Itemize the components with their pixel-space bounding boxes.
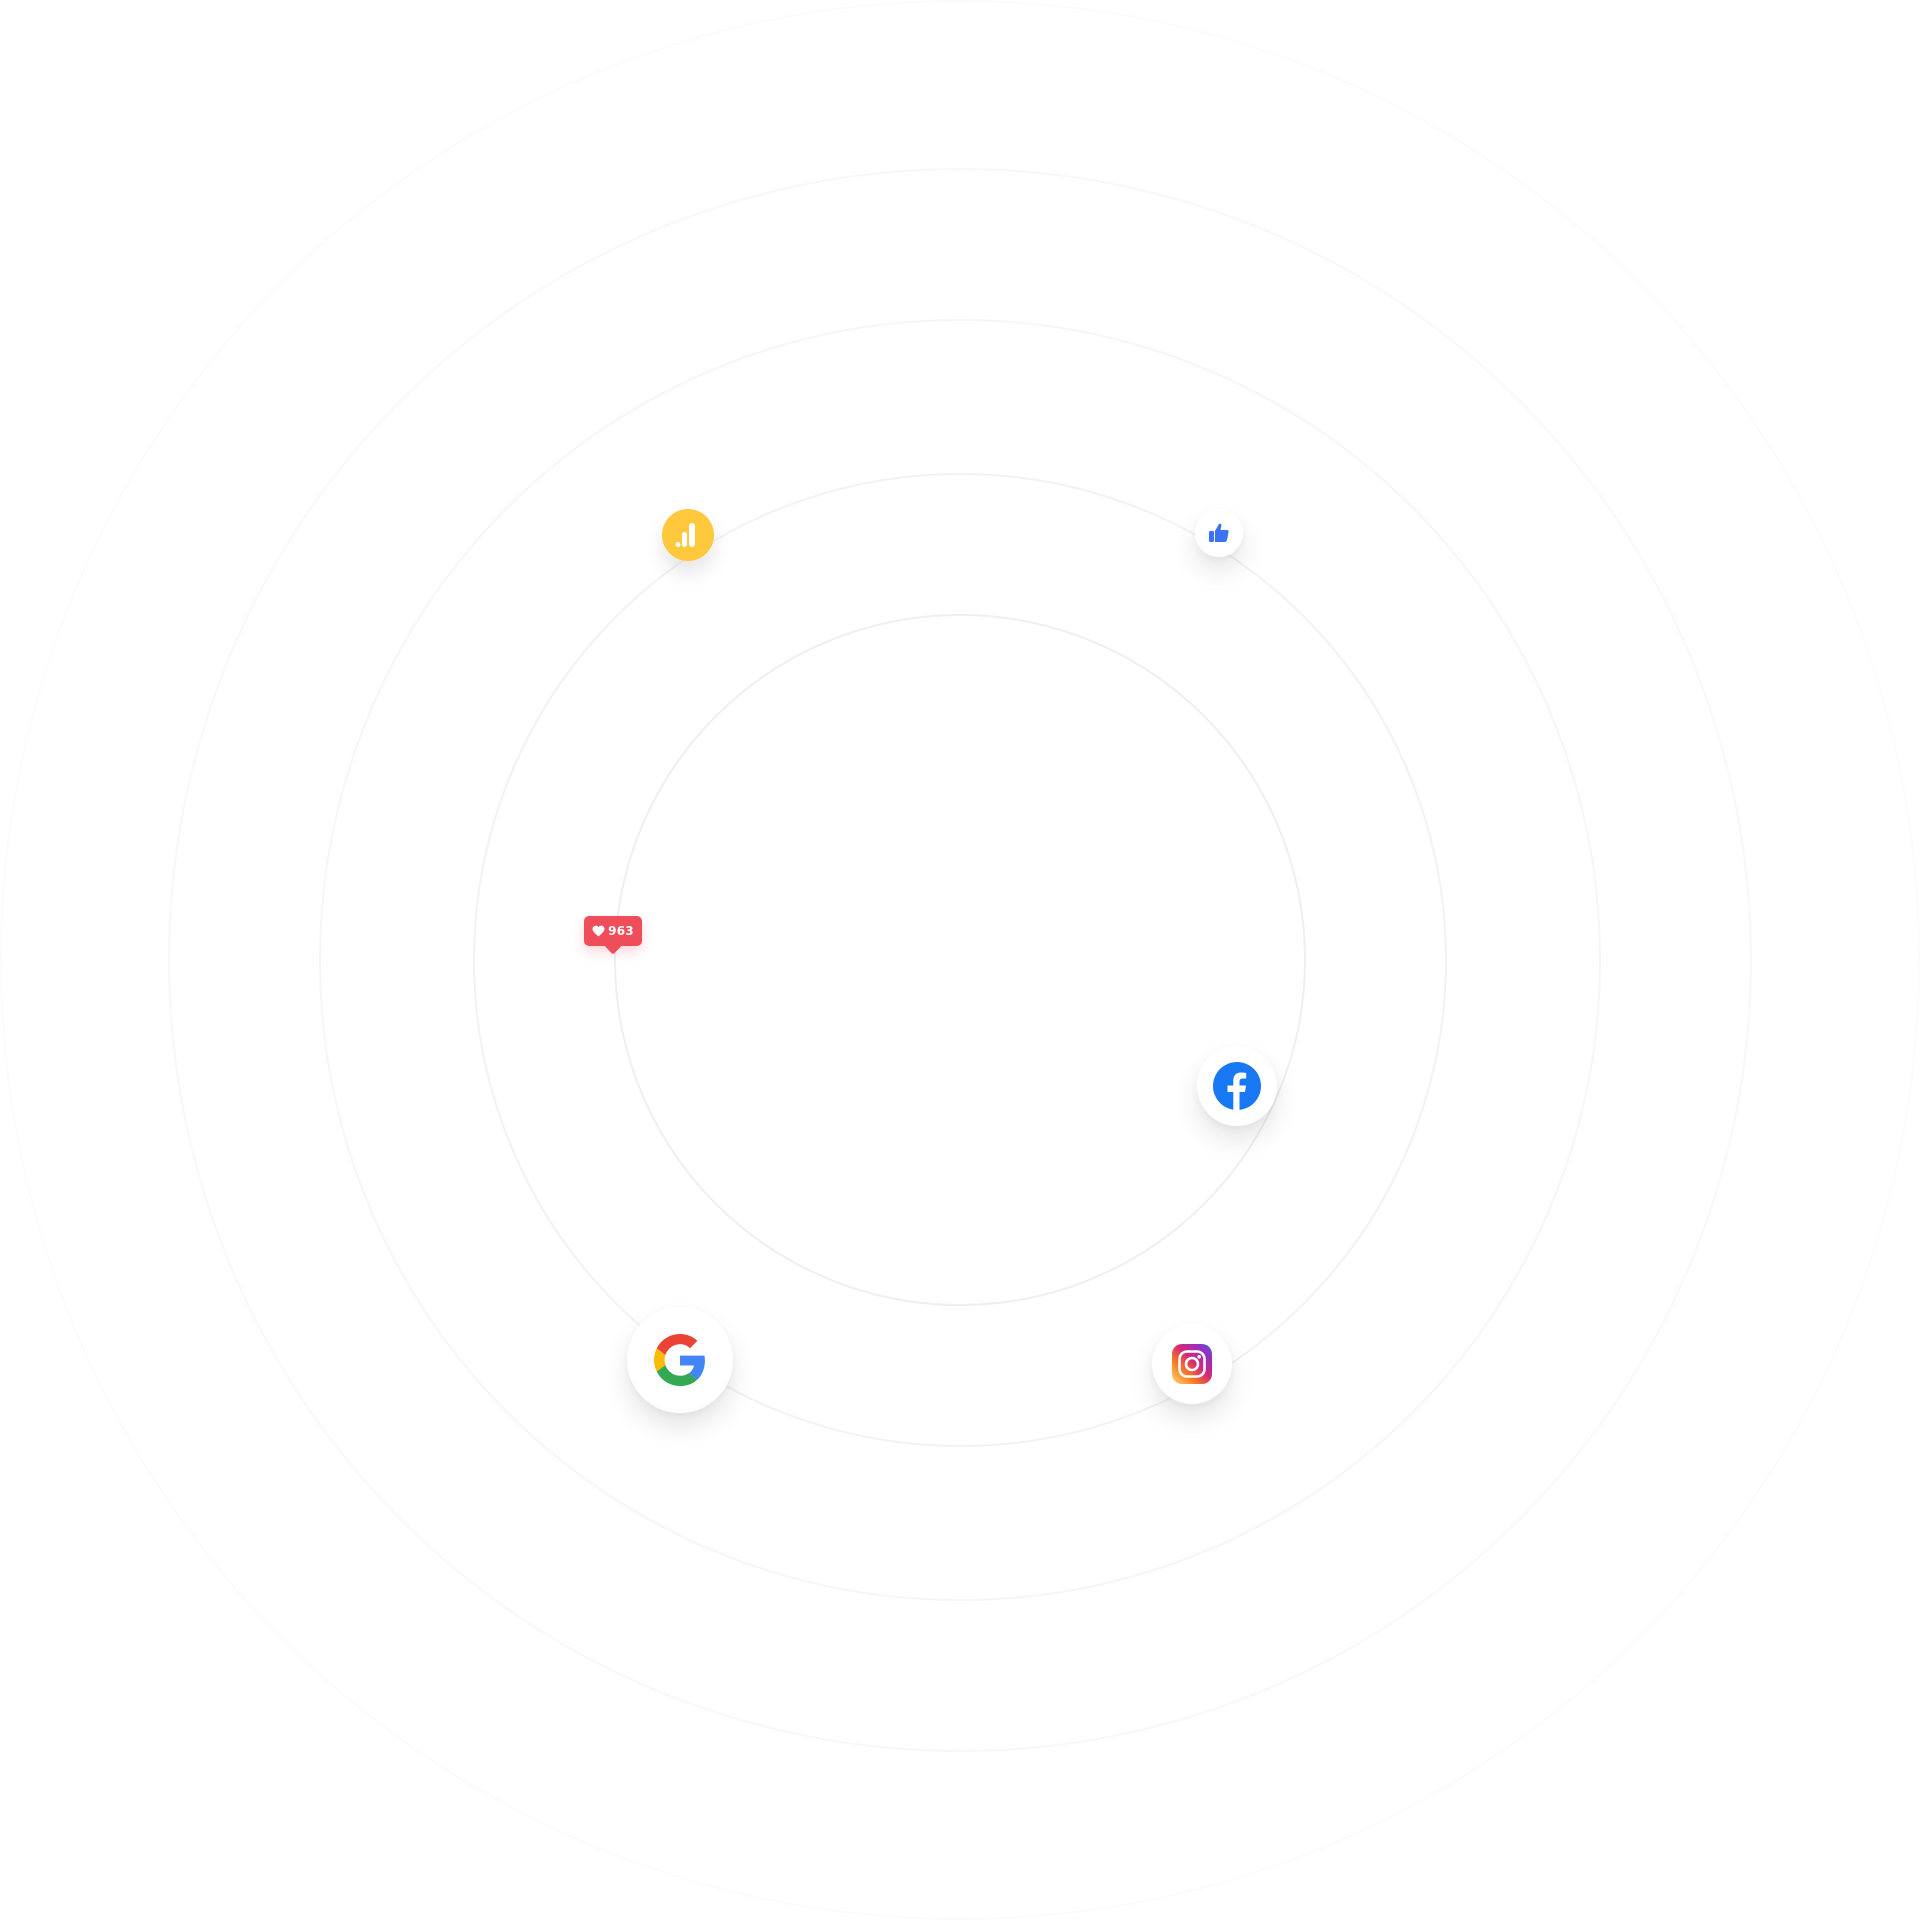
orbit-ring-3 [319, 319, 1601, 1601]
notification-count: 963 [608, 924, 634, 938]
analytics-bubble [662, 509, 714, 561]
analytics-icon [662, 509, 714, 561]
google-icon [654, 1334, 706, 1386]
orbit-ring-inner [614, 614, 1306, 1306]
instagram-icon [1172, 1344, 1212, 1384]
like-bubble [1195, 509, 1243, 557]
google-bubble [627, 1307, 733, 1413]
orbit-ring-4 [168, 168, 1752, 1752]
heart-icon [592, 925, 605, 937]
facebook-bubble [1197, 1046, 1277, 1126]
facebook-icon [1213, 1062, 1261, 1110]
thumbs-up-icon [1207, 521, 1231, 545]
instagram-bubble [1152, 1324, 1232, 1404]
orbit-ring-2 [473, 473, 1447, 1447]
like-notification-badge: 963 [584, 916, 642, 946]
